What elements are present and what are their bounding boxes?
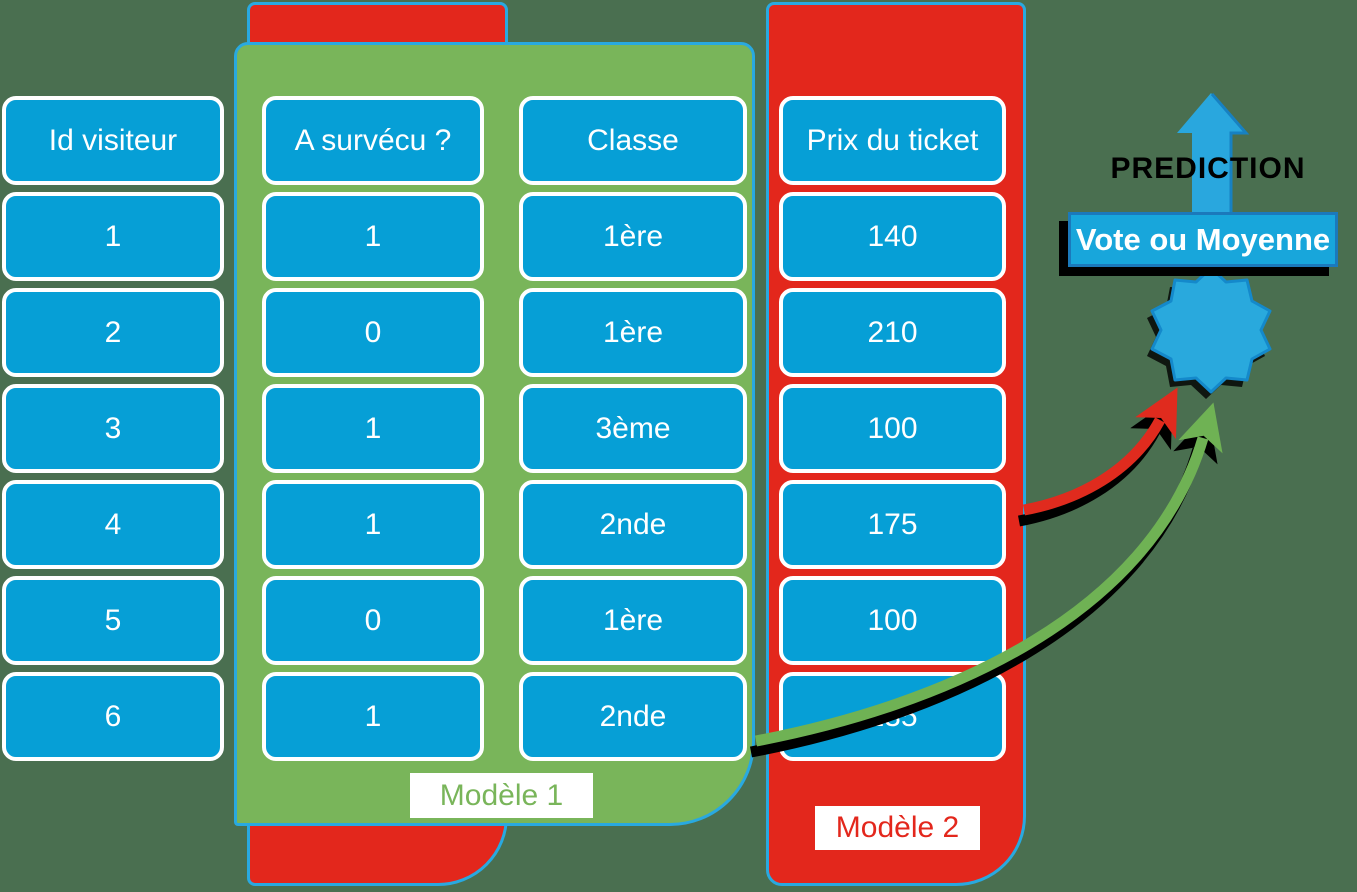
starburst-icon xyxy=(1150,266,1272,394)
id-visiteur-header: Id visiteur xyxy=(2,96,224,185)
prix-ticket-header: Prix du ticket xyxy=(779,96,1006,185)
model2-label: Modèle 2 xyxy=(815,806,980,850)
a-survecu-cell: 1 xyxy=(262,480,484,569)
prix-ticket-cell: 100 xyxy=(779,576,1006,665)
id-visiteur-cell: 2 xyxy=(2,288,224,377)
classe-cell: 2nde xyxy=(519,672,747,761)
model1-label: Modèle 1 xyxy=(410,773,593,818)
curved-arrow-red-icon xyxy=(1022,387,1178,516)
classe-cell: 1ère xyxy=(519,576,747,665)
classe-cell: 1ère xyxy=(519,288,747,377)
id-visiteur-cell: 5 xyxy=(2,576,224,665)
a-survecu-cell: 0 xyxy=(262,288,484,377)
classe-header: Classe xyxy=(519,96,747,185)
starburst-shadow xyxy=(1147,275,1265,399)
classe-cell: 2nde xyxy=(519,480,747,569)
id-visiteur-cell: 4 xyxy=(2,480,224,569)
id-visiteur-cell: 3 xyxy=(2,384,224,473)
a-survecu-cell: 1 xyxy=(262,192,484,281)
prix-ticket-cell: 210 xyxy=(779,288,1006,377)
prediction-title: PREDICTION xyxy=(1110,152,1306,185)
classe-cell: 1ère xyxy=(519,192,747,281)
vote-ou-moyenne-box: Vote ou Moyenne xyxy=(1068,212,1338,267)
id-visiteur-cell: 6 xyxy=(2,672,224,761)
a-survecu-cell: 1 xyxy=(262,672,484,761)
prix-ticket-cell: 135 xyxy=(779,672,1006,761)
id-visiteur-cell: 1 xyxy=(2,192,224,281)
a-survecu-cell: 0 xyxy=(262,576,484,665)
prix-ticket-cell: 100 xyxy=(779,384,1006,473)
prix-ticket-cell: 140 xyxy=(779,192,1006,281)
prix-ticket-cell: 175 xyxy=(779,480,1006,569)
classe-cell: 3ème xyxy=(519,384,747,473)
a-survecu-header: A survécu ? xyxy=(262,96,484,185)
a-survecu-cell: 1 xyxy=(262,384,484,473)
